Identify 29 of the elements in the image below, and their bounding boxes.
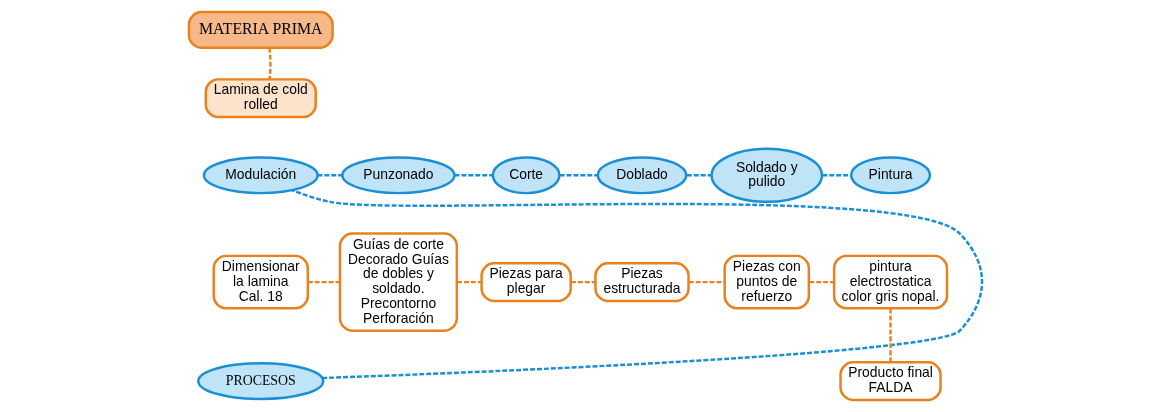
- connector: [889, 308, 892, 363]
- connector: [686, 174, 712, 177]
- node-ellipse: PROCESOS: [197, 362, 325, 401]
- connector: [688, 280, 725, 284]
- connector: [809, 280, 835, 284]
- node-ellipse: Corte: [491, 156, 561, 195]
- node-box: MATERIA PRIMA: [187, 10, 334, 49]
- node-box: Guías de corte Decorado Guías de dobles y soldado. Precontorno Perforación: [338, 232, 459, 332]
- node-ellipse: Modulación: [202, 156, 319, 195]
- node-box: Lamina de cold rolled: [204, 78, 317, 119]
- node-box: Piezas con puntos de refuerzo: [723, 254, 811, 310]
- connector: [291, 189, 983, 380]
- node-box: Piezas estructurada: [594, 262, 690, 303]
- node-ellipse: Punzonado: [341, 156, 456, 195]
- node-ellipse: Doblado: [596, 156, 688, 195]
- connector: [559, 174, 598, 177]
- node-ellipse: Soldado y pulido: [710, 147, 824, 203]
- node-box: pintura electrostatica color gris nopal.: [832, 254, 949, 310]
- node-ellipse: Pintura: [849, 156, 932, 195]
- connector: [822, 174, 852, 177]
- connector: [307, 280, 340, 284]
- connector: [268, 47, 272, 80]
- node-box: Dimensionar la lamina Cal. 18: [212, 254, 310, 310]
- node-box: Piezas para plegar: [480, 262, 572, 303]
- connector: [570, 280, 596, 284]
- node-box: Producto final FALDA: [839, 361, 942, 402]
- connector: [457, 280, 482, 284]
- connector: [454, 174, 493, 177]
- connector: [317, 174, 343, 177]
